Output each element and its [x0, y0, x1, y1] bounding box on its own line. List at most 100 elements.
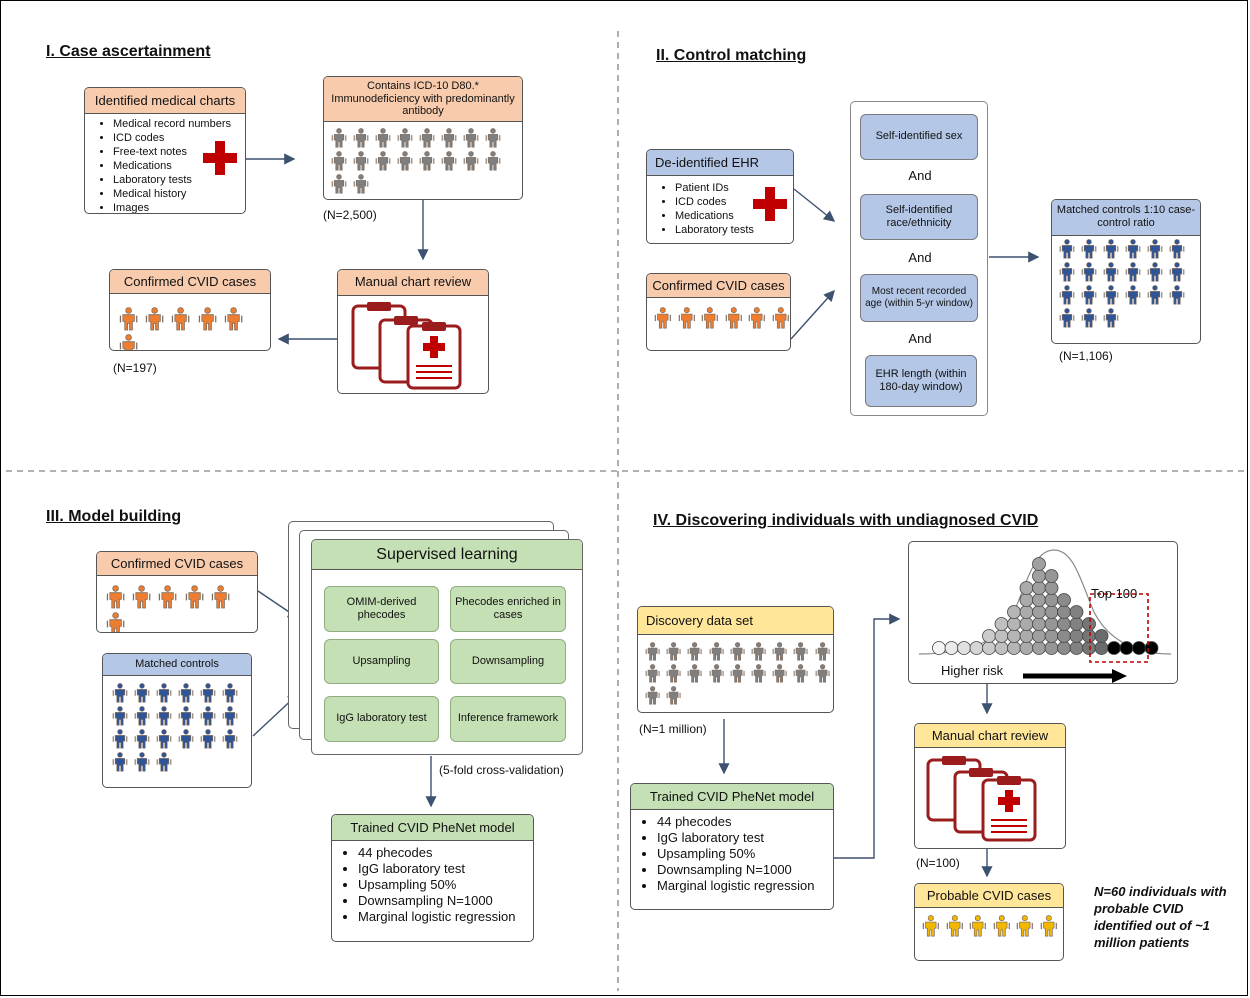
- risk-dot: [1044, 617, 1059, 631]
- person-icon: [1059, 239, 1075, 259]
- person-icon: [119, 307, 138, 331]
- person-icon: [1147, 239, 1163, 259]
- risk-dot: [1057, 593, 1071, 607]
- list-item: Marginal logistic regression: [358, 909, 533, 925]
- icd-filter-header: Contains ICD-10 D80.* Immunodeficiency w…: [324, 77, 522, 122]
- list-item: ICD codes: [113, 131, 245, 145]
- matched-controls-header: Matched controls: [103, 654, 251, 676]
- risk-dot: [1057, 617, 1071, 631]
- list-item: Medical record numbers: [113, 117, 245, 131]
- risk-dot: [1069, 641, 1084, 655]
- person-icon: [993, 915, 1010, 937]
- identified-charts-header: Identified medical charts: [85, 88, 245, 114]
- risk-dot: [1032, 593, 1046, 607]
- person-icon: [678, 307, 695, 329]
- person-icon: [688, 642, 702, 661]
- risk-dot: [1144, 641, 1159, 655]
- criterion-sex: Self-identified sex: [860, 114, 978, 160]
- risk-dot: [1057, 605, 1071, 619]
- list-item: 44 phecodes: [358, 845, 533, 861]
- top-100-label: Top 100: [1091, 586, 1138, 601]
- risk-dot: [1019, 617, 1034, 631]
- person-icon: [172, 307, 190, 331]
- risk-dot: [1107, 641, 1121, 655]
- person-icon: [331, 151, 347, 171]
- list-item: Downsampling N=1000: [657, 862, 833, 878]
- confirmed-cases-header: Confirmed CVID cases: [110, 270, 270, 294]
- risk-distribution-box: Top 100 Higher risk: [908, 541, 1178, 684]
- person-icon: [353, 128, 369, 148]
- person-icon: [178, 729, 194, 749]
- person-icon: [793, 664, 808, 683]
- person-icon: [749, 307, 766, 329]
- list-item: Images: [113, 201, 245, 213]
- risk-dot: [1032, 617, 1046, 631]
- clipboard-icon: [926, 756, 1037, 842]
- person-icon: [441, 151, 457, 171]
- person-icon: [815, 642, 830, 661]
- list-item: 44 phecodes: [657, 814, 833, 830]
- person-icon: [222, 729, 238, 749]
- list-item: ICD codes: [675, 195, 793, 209]
- matched-count: (N=1,106): [1059, 349, 1113, 363]
- list-item: Medications: [113, 159, 245, 173]
- list-item: Free-text notes: [113, 145, 245, 159]
- people-grid: [111, 682, 251, 774]
- and-label: And: [908, 168, 932, 183]
- person-icon: [1125, 239, 1141, 259]
- trained-model-list: 44 phecodes IgG laboratory test Upsampli…: [332, 841, 533, 925]
- confirmed-cases-box-1: Confirmed CVID cases: [109, 269, 271, 351]
- person-icon: [969, 915, 987, 937]
- risk-dot: [969, 641, 984, 655]
- people-row: [921, 914, 1061, 939]
- people-grid: [330, 127, 520, 196]
- manual-review-header: Manual chart review: [338, 270, 488, 296]
- risk-dot: [1094, 629, 1109, 643]
- trained-model-list: 44 phecodes IgG laboratory test Upsampli…: [631, 810, 833, 894]
- person-icon: [485, 128, 501, 148]
- list-item: Laboratory tests: [113, 173, 245, 187]
- person-icon: [119, 334, 138, 350]
- confirmed-count: (N=197): [113, 361, 157, 375]
- person-icon: [645, 642, 660, 661]
- clipboard-icon: [351, 302, 462, 390]
- person-icon: [730, 642, 745, 661]
- inference-framework-pill: Inference framework: [450, 696, 566, 742]
- person-icon: [222, 706, 238, 726]
- risk-dot: [1044, 641, 1059, 655]
- person-icon: [1103, 285, 1119, 305]
- person-icon: [1017, 915, 1034, 937]
- review-count: (N=100): [916, 856, 960, 870]
- person-icon: [222, 683, 238, 703]
- risk-dot: [994, 617, 1009, 631]
- risk-dot: [1069, 605, 1084, 619]
- risk-dot: [1044, 569, 1059, 583]
- person-icon: [709, 664, 724, 683]
- risk-dot: [1019, 605, 1034, 619]
- enriched-phecodes-pill: Phecodes enriched in cases: [450, 586, 566, 632]
- list-item: IgG laboratory test: [358, 861, 533, 877]
- risk-distribution-plot: [918, 549, 1172, 683]
- risk-dot: [1044, 605, 1059, 619]
- risk-dot: [1044, 629, 1059, 643]
- person-icon: [709, 642, 724, 661]
- criterion-ehr-length: EHR length (within 180-day window): [865, 355, 977, 407]
- people-grid: [1058, 238, 1198, 330]
- person-icon: [815, 664, 830, 683]
- person-icon: [1169, 239, 1185, 259]
- risk-dot: [982, 629, 996, 643]
- person-icon: [1059, 285, 1075, 305]
- supervised-learning-box: Supervised learning OMIM-derived phecode…: [311, 539, 583, 755]
- risk-dot: [1007, 605, 1021, 619]
- person-icon: [1103, 308, 1119, 328]
- person-icon: [156, 683, 172, 703]
- person-icon: [156, 706, 172, 726]
- list-item: Medical history: [113, 187, 245, 201]
- person-icon: [1081, 308, 1097, 328]
- person-icon: [946, 915, 963, 937]
- person-icon: [1125, 262, 1141, 282]
- person-icon: [1081, 285, 1097, 305]
- medical-cross-icon: [203, 141, 237, 175]
- person-icon: [112, 683, 128, 703]
- matching-criteria-box: Self-identified sex And Self-identified …: [850, 101, 988, 416]
